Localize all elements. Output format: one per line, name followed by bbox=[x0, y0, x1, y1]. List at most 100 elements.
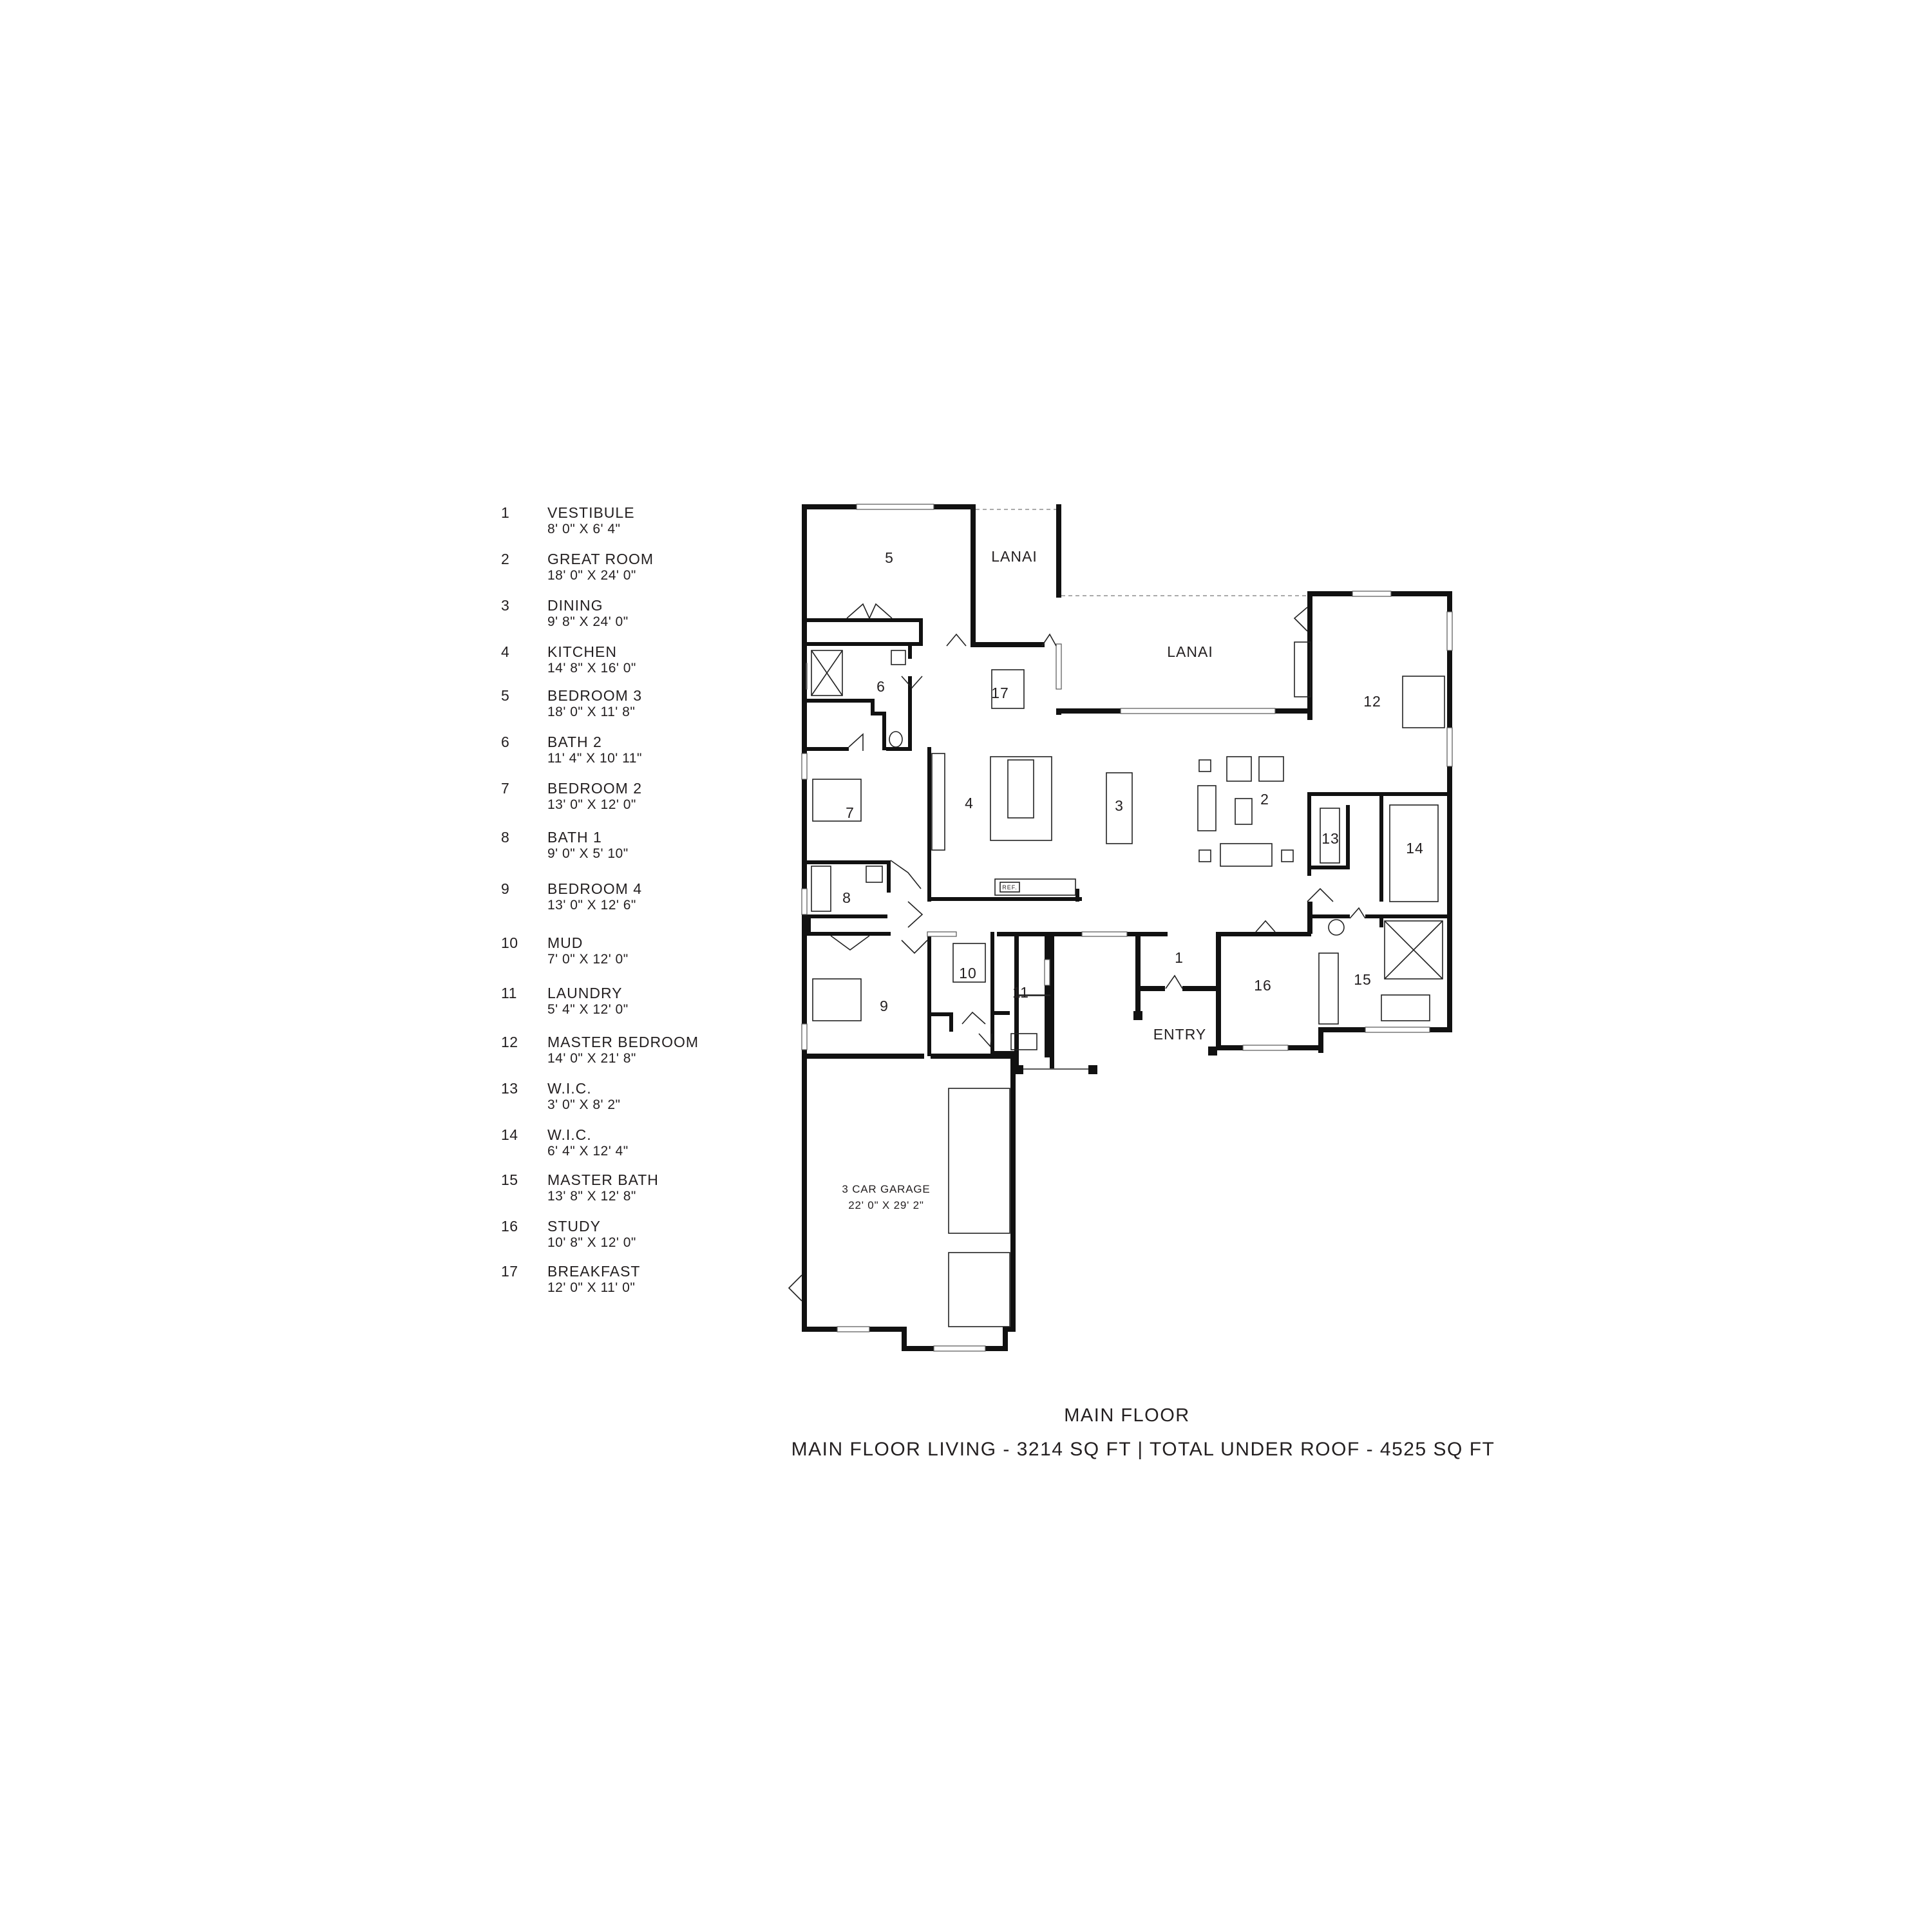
legend-number: 4 bbox=[501, 643, 510, 660]
bed bbox=[812, 779, 862, 822]
legend-room-name: MASTER BATH bbox=[547, 1171, 659, 1188]
legend-number: 10 bbox=[501, 934, 518, 951]
legend-number: 2 bbox=[501, 551, 510, 567]
interior-walls bbox=[807, 618, 1447, 1056]
legend-room-name: LAUNDRY bbox=[547, 985, 623, 1001]
garage-dimensions: 22' 0" X 29' 2" bbox=[848, 1199, 924, 1211]
legend-room-dimensions: 8' 0" X 6' 4" bbox=[547, 522, 621, 536]
legend-room-dimensions: 18' 0" X 11' 8" bbox=[547, 705, 636, 719]
legend-number: 13 bbox=[501, 1080, 518, 1097]
legend-number: 6 bbox=[501, 734, 510, 750]
parking-bay bbox=[948, 1252, 1010, 1327]
room-number-6: 6 bbox=[876, 678, 886, 695]
lanai-label: LANAI bbox=[991, 548, 1037, 565]
legend-number: 17 bbox=[501, 1263, 518, 1280]
legend-room-dimensions: 9' 8" X 24' 0" bbox=[547, 614, 629, 629]
legend-number: 1 bbox=[501, 504, 510, 521]
lanai-counter bbox=[1294, 641, 1311, 697]
legend-room-dimensions: 18' 0" X 24' 0" bbox=[547, 568, 636, 583]
legend-room-name: W.I.C. bbox=[547, 1080, 592, 1097]
room-number-1: 1 bbox=[1175, 949, 1184, 966]
legend-room-name: GREAT ROOM bbox=[547, 551, 654, 567]
armchair bbox=[1258, 756, 1284, 782]
room-number-12: 12 bbox=[1363, 693, 1381, 710]
room-number-11: 11 bbox=[1012, 984, 1029, 1001]
legend-number: 7 bbox=[501, 780, 510, 797]
room-number-4: 4 bbox=[965, 795, 974, 811]
legend-room-name: BEDROOM 2 bbox=[547, 780, 643, 797]
legend-number: 15 bbox=[501, 1171, 518, 1188]
bed bbox=[812, 978, 862, 1021]
room-number-7: 7 bbox=[846, 804, 855, 821]
legend-room-dimensions: 11' 4" X 10' 11" bbox=[547, 751, 642, 766]
legend-room-name: DINING bbox=[547, 597, 603, 614]
entry-porch bbox=[1014, 994, 1217, 1074]
legend-room-dimensions: 13' 0" X 12' 0" bbox=[547, 797, 636, 812]
exterior-walls bbox=[802, 504, 1452, 1351]
room-legend: 1 VESTIBULE 8' 0" X 6' 4" 2 GREAT ROOM 1… bbox=[0, 0, 741, 1352]
master-shower bbox=[1384, 920, 1443, 980]
legend-room-name: MUD bbox=[547, 934, 583, 951]
breakfast-table bbox=[991, 669, 1025, 709]
furniture bbox=[811, 641, 1445, 1327]
room-number-3: 3 bbox=[1115, 797, 1124, 814]
legend-room-name: BEDROOM 4 bbox=[547, 880, 643, 897]
room-number-8: 8 bbox=[842, 889, 851, 906]
windows bbox=[801, 504, 1453, 1352]
room-number-15: 15 bbox=[1354, 971, 1372, 988]
legend-room-dimensions: 14' 0" X 21' 8" bbox=[547, 1051, 636, 1066]
room-number-10: 10 bbox=[959, 965, 977, 981]
legend-number: 11 bbox=[501, 985, 517, 1001]
room-number-13: 13 bbox=[1321, 830, 1340, 847]
legend-number: 5 bbox=[501, 687, 510, 704]
legend-room-name: W.I.C. bbox=[547, 1126, 592, 1143]
parking-bay bbox=[948, 1088, 1010, 1234]
legend-room-name: VESTIBULE bbox=[547, 504, 635, 521]
legend-room-dimensions: 13' 0" X 12' 6" bbox=[547, 898, 636, 913]
legend-room-name: BREAKFAST bbox=[547, 1263, 641, 1280]
master-bed bbox=[1402, 676, 1445, 728]
floor-title: MAIN FLOOR bbox=[1064, 1405, 1190, 1426]
laundry-units bbox=[952, 943, 986, 983]
garage-label: 3 CAR GARAGE bbox=[842, 1183, 930, 1195]
legend-room-name: KITCHEN bbox=[547, 643, 617, 660]
legend-number: 14 bbox=[501, 1126, 518, 1143]
room-number-17: 17 bbox=[991, 685, 1009, 701]
doors bbox=[788, 603, 1366, 1302]
toilet bbox=[1328, 919, 1345, 936]
legend-room-name: BEDROOM 3 bbox=[547, 687, 643, 704]
floor-area-summary: MAIN FLOOR LIVING - 3214 SQ FT | TOTAL U… bbox=[791, 1439, 1495, 1460]
sofa bbox=[1197, 785, 1217, 831]
legend-number: 12 bbox=[501, 1034, 518, 1050]
toilet bbox=[889, 731, 903, 748]
sofa bbox=[1220, 843, 1273, 867]
room-number-9: 9 bbox=[880, 998, 889, 1014]
room-number-2: 2 bbox=[1260, 791, 1269, 808]
legend-room-name: BATH 2 bbox=[547, 734, 602, 750]
armchair bbox=[1226, 756, 1252, 782]
lanai-label: LANAI bbox=[1167, 643, 1213, 660]
shower bbox=[811, 650, 843, 696]
room-number-14: 14 bbox=[1406, 840, 1424, 857]
legend-room-dimensions: 10' 8" X 12' 0" bbox=[547, 1235, 636, 1250]
legend-number: 8 bbox=[501, 829, 510, 846]
legend-room-name: BATH 1 bbox=[547, 829, 602, 846]
entry-label: ENTRY bbox=[1153, 1026, 1207, 1043]
legend-room-name: STUDY bbox=[547, 1218, 601, 1235]
legend-room-dimensions: 12' 0" X 11' 0" bbox=[547, 1280, 636, 1295]
legend-room-dimensions: 13' 8" X 12' 8" bbox=[547, 1189, 636, 1204]
refrigerator-label: REF. bbox=[1002, 884, 1018, 891]
legend-room-dimensions: 9' 0" X 5' 10" bbox=[547, 846, 629, 861]
kitchen-counter bbox=[931, 753, 945, 851]
room-number-5: 5 bbox=[885, 549, 894, 566]
bathtub bbox=[1381, 994, 1430, 1021]
coffee-table bbox=[1235, 798, 1253, 825]
legend-room-dimensions: 6' 4" X 12' 4" bbox=[547, 1144, 629, 1159]
legend-number: 9 bbox=[501, 880, 510, 897]
kitchen-island bbox=[990, 756, 1052, 841]
legend-room-dimensions: 5' 4" X 12' 0" bbox=[547, 1002, 629, 1017]
bathtub bbox=[811, 866, 831, 912]
vanity bbox=[1318, 952, 1339, 1025]
lanai-outline bbox=[976, 509, 1307, 596]
